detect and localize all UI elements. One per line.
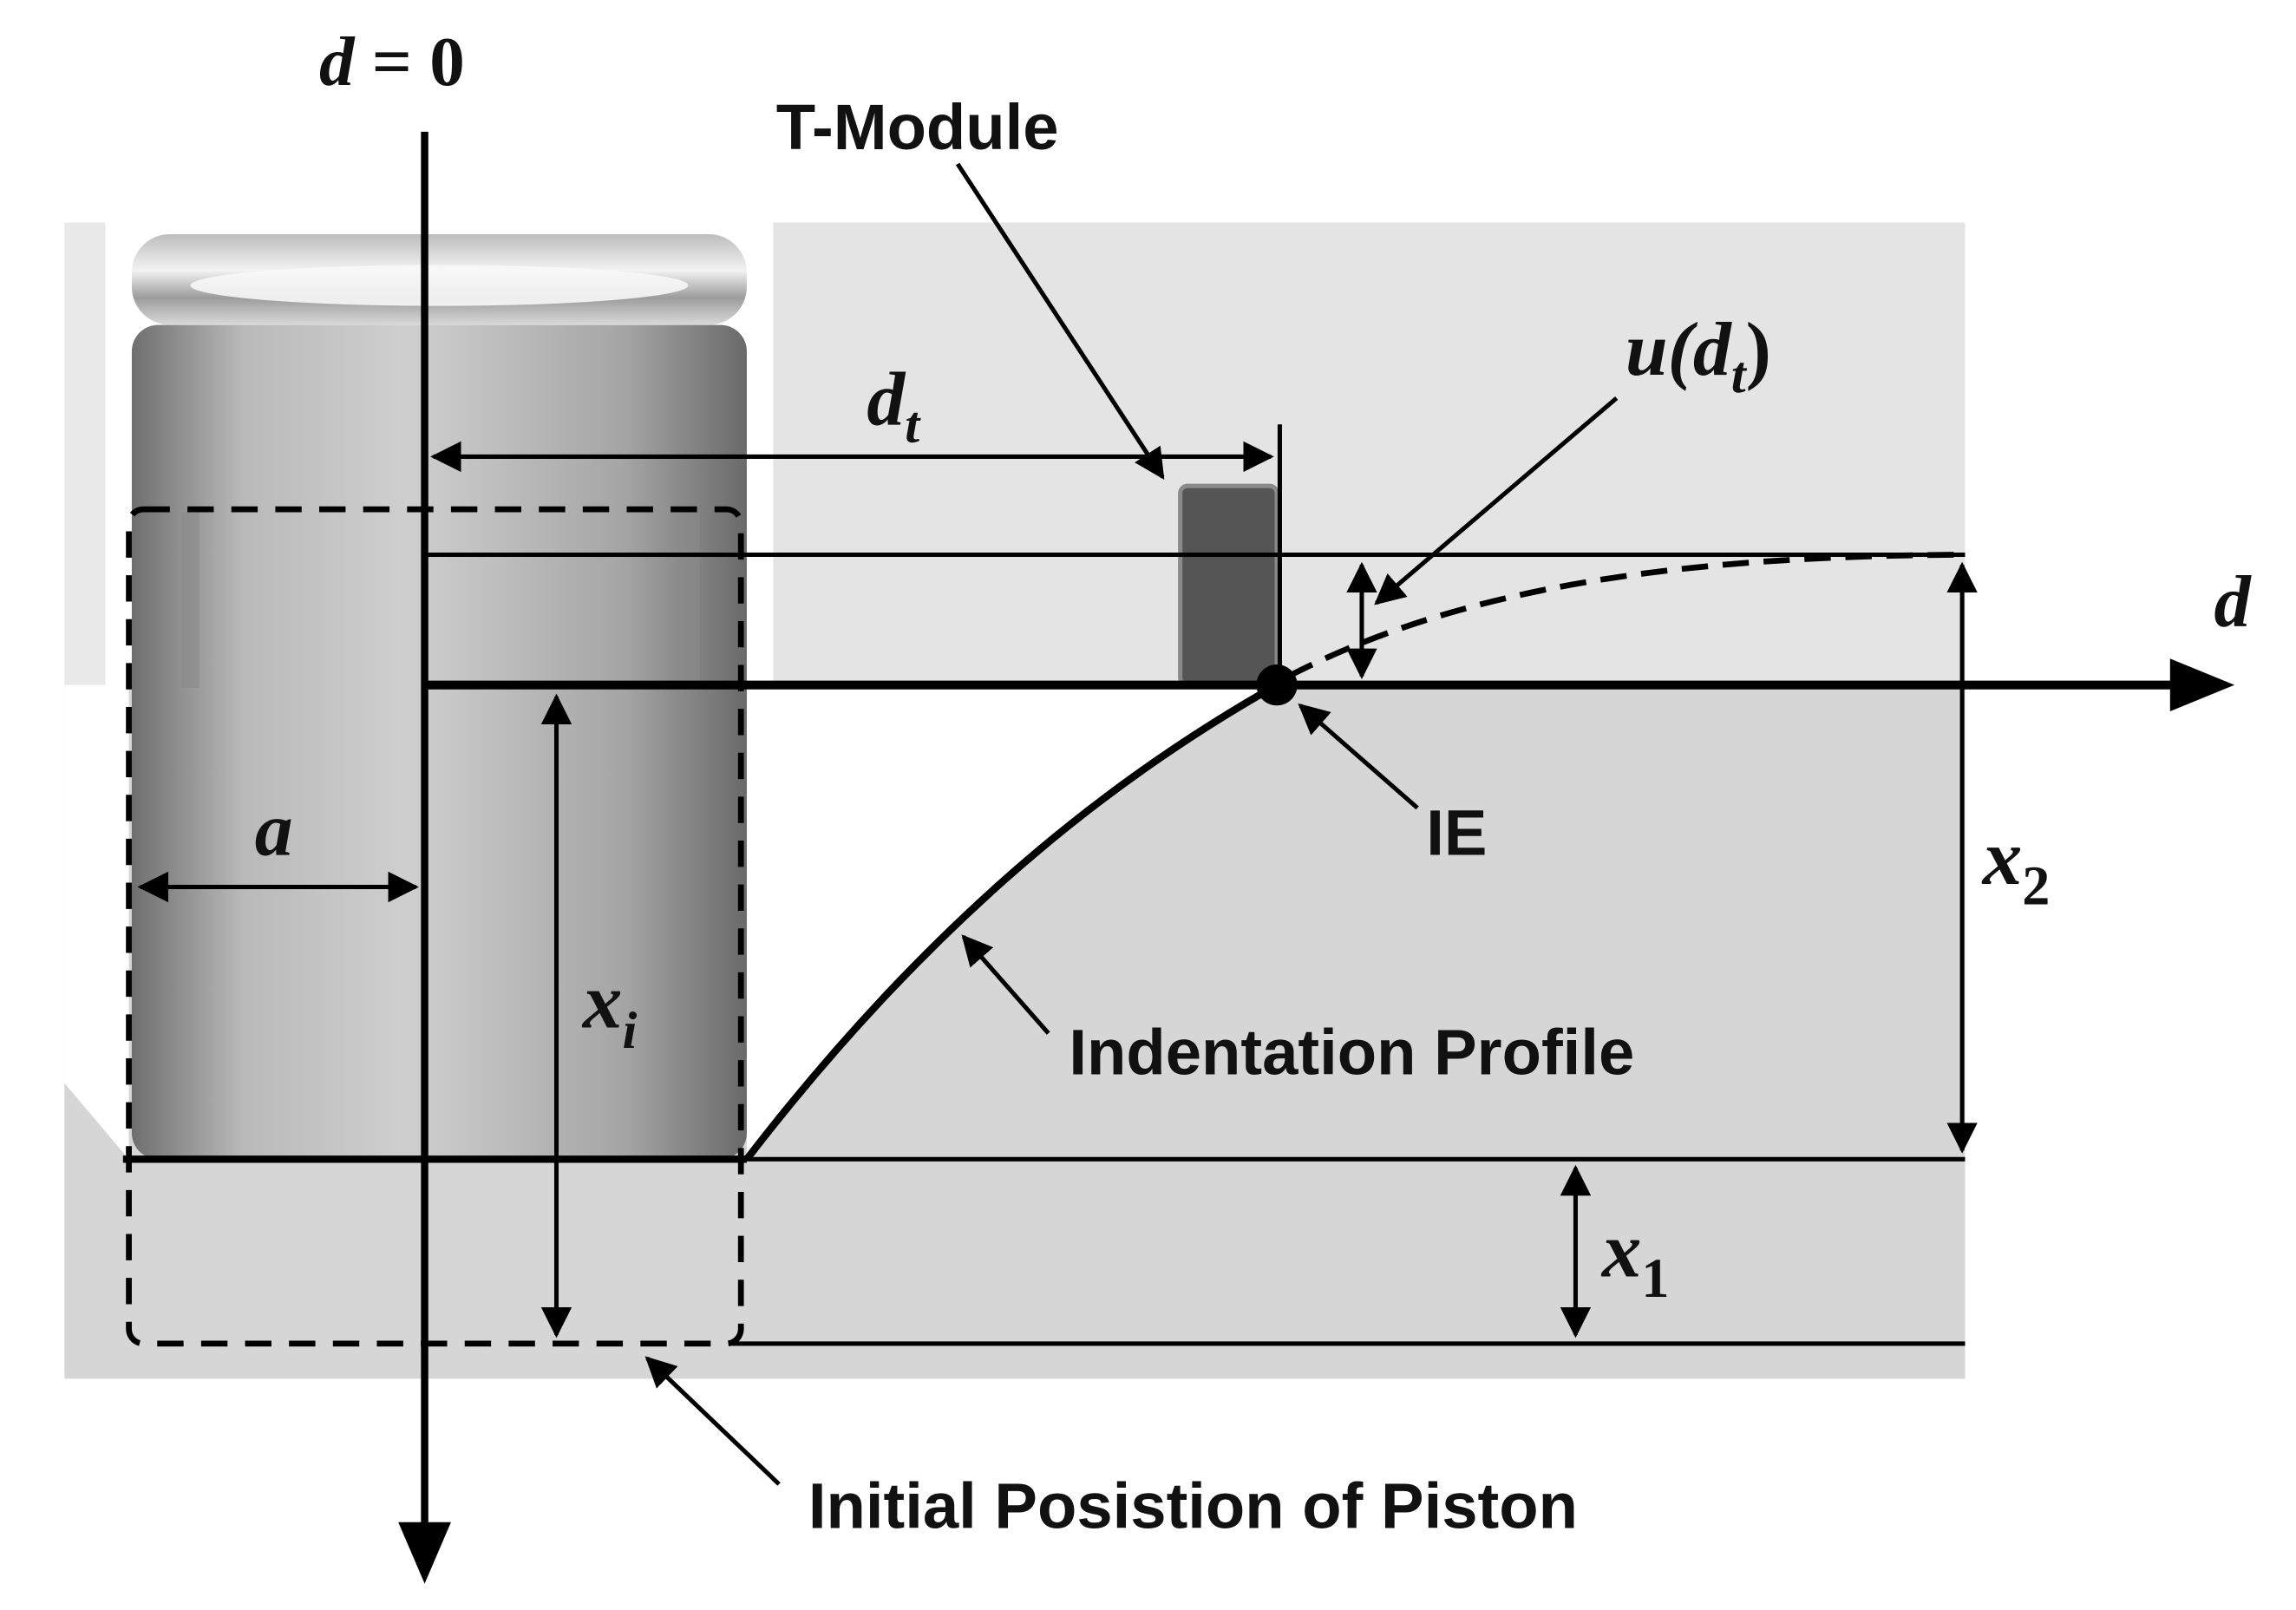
x1-label: x1 [1600, 1206, 1670, 1309]
piston-leader [644, 1356, 781, 1486]
ie-leader [1298, 703, 1419, 810]
origin-label: d = 0 [319, 23, 465, 101]
indentation-profile-label: Indentation Profile [1069, 1016, 1634, 1088]
t-module-label: T-Module [776, 91, 1059, 163]
a-label: a [255, 787, 293, 871]
x2-label: x2 [1981, 814, 2051, 917]
t-module-block [1178, 483, 1279, 688]
ie-label: IE [1426, 796, 1487, 868]
d-axis-label: d [2214, 562, 2252, 643]
vertical-axis-arrowhead [398, 1522, 451, 1584]
dt-label: dt [867, 357, 921, 454]
ie-point [1256, 664, 1298, 706]
t-module-leader [955, 162, 1165, 481]
xi-label: xi [581, 957, 638, 1060]
indentation-cavity [746, 684, 1278, 1156]
profile-leader [961, 934, 1050, 1035]
u-leader [1374, 396, 1619, 605]
piston-image [131, 233, 747, 1160]
left-background-panel [64, 222, 106, 689]
left-notch [64, 684, 129, 1160]
initial-piston-outline [126, 506, 744, 1347]
indentation-profile-curve [743, 681, 1279, 1162]
u-label: u(dt) [1626, 307, 1771, 404]
initial-piston-position-label: Initial Posistion of Piston [808, 1470, 1578, 1542]
d-axis-arrowhead [2169, 658, 2235, 712]
